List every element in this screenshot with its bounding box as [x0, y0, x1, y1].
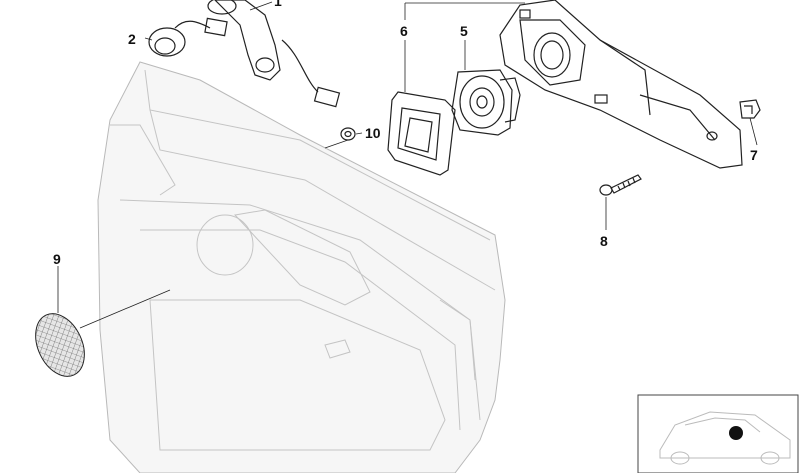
- screw-8: [599, 174, 642, 196]
- speaker-frame-6: [387, 91, 456, 176]
- callout-7: 7: [750, 147, 758, 163]
- callout-1: 1: [274, 0, 282, 9]
- location-marker-dot: [729, 426, 743, 440]
- speaker-grille-9: [35, 313, 85, 377]
- speaker-enclosure-bracket: [499, 0, 743, 169]
- leader-lines: [57, 1, 758, 329]
- vehicle-locator-thumbnail: [637, 394, 799, 473]
- speaker-5: [451, 69, 521, 136]
- tweeter-housing-1: [207, 0, 341, 108]
- door-trim-panel: [97, 61, 506, 473]
- callout-10: 10: [365, 125, 381, 141]
- clip-7: [739, 99, 761, 119]
- callout-9: 9: [53, 251, 61, 267]
- callout-labels: 1 2 6 5 10 7 8 9: [53, 0, 758, 267]
- tweeter-2: [148, 17, 228, 57]
- callout-6: 6: [400, 23, 408, 39]
- callout-8: 8: [600, 233, 608, 249]
- nut-10: [340, 127, 356, 141]
- callout-5: 5: [460, 23, 468, 39]
- callout-2: 2: [128, 31, 136, 47]
